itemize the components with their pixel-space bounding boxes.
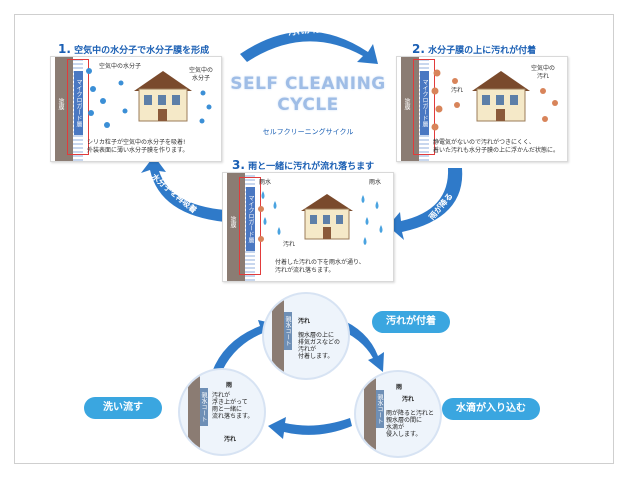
step2-dirt-label: 汚れ (451, 87, 464, 94)
step3-rain-drops (258, 191, 281, 242)
pill-top: 汚れが付着 (372, 311, 450, 333)
center-title-line2: CYCLE (277, 95, 339, 115)
center-title-line1: SELF CLEANING (230, 74, 386, 94)
step3-wall-label: 塗膜 (229, 216, 236, 228)
circle-right-rain: 雨 (396, 384, 403, 391)
step1-house-label: 空気中の 水分子 (189, 67, 214, 82)
step2-caption: 静電気がないので汚れがつきにくく、 着いた汚れも水分子膜の上に浮かんだ状態に。 (433, 139, 560, 154)
step1-number: 1. (58, 42, 71, 56)
step3-caption: 付着した汚れの下を雨水が通り、 汚れが流れ落ちます。 (275, 259, 365, 274)
step2-title: 2. 水分子膜の上に汚れが付着 (412, 42, 536, 56)
step1-highlight (67, 59, 89, 155)
circle-right-dirt: 汚れ (402, 396, 415, 403)
step2-dirt-particles (431, 69, 460, 131)
step3-rain-right-label: 雨水 (369, 179, 382, 186)
step3-title: 3. 雨と一緒に汚れが流れ落ちます (232, 158, 374, 172)
step2-number: 2. (412, 42, 425, 56)
circle-top: 親水コート 汚れ 親水層の上に 排気ガスなどの 汚れが 付着します。 (262, 292, 350, 380)
circle-top-wall-label: 親水コート (284, 312, 292, 350)
step3-wall (227, 173, 245, 281)
step1-title: 1. 空気中の水分子で水分子膜を形成 (58, 42, 209, 56)
step2-wall-label: 塗膜 (403, 98, 410, 110)
step2-wall (401, 57, 419, 161)
pill-right: 水滴が入り込む (442, 398, 540, 420)
circle-left-wall-label: 親水コート (200, 388, 208, 426)
step1-caption: シリカ粒子が空気中の水分子を吸着! 外装表面に薄い水分子膜を作ります。 (87, 139, 189, 154)
center-subtitle: セルフクリーニングサイクル (262, 128, 354, 136)
bottom-arrow-left (212, 320, 276, 376)
step3-film-label: マイクロガード層 (246, 187, 255, 251)
circle-top-text: 親水層の上に 排気ガスなどの 汚れが 付着します。 (298, 332, 341, 360)
step2-house-icon (472, 71, 530, 122)
circle-left-text: 汚れが 浮き上がって 雨と一緒に 流れ落ちます。 (212, 392, 254, 420)
right-arrow (388, 168, 463, 240)
step1-wall (55, 57, 73, 161)
circle-right-wall-label: 親水コート (376, 390, 384, 428)
step2-panel: 塗膜 マイクロガード層 汚れ 空気中の 汚れ 静電気がないので汚れがつきにくく、… (396, 56, 568, 162)
step3-dirt-label: 汚れ (283, 241, 296, 248)
step1-wall-label: 塗膜 (57, 98, 64, 110)
circle-left-wall (188, 370, 200, 454)
step3-rain-left-label: 雨水 (259, 179, 272, 186)
step1-water-label: 空気中の水分子 (99, 63, 142, 70)
step2-film-label: マイクロガード層 (420, 71, 429, 135)
circle-left-rain: 雨 (226, 382, 233, 389)
step3-title-text: 雨と一緒に汚れが流れ落ちます (248, 162, 375, 172)
step3-rain-right (361, 195, 383, 245)
left-arrow (141, 156, 225, 222)
top-arrow (240, 31, 378, 64)
step3-house-icon (301, 194, 353, 240)
bottom-arrow-bottom (268, 417, 352, 439)
step2-air-dirt (540, 88, 558, 122)
circle-right-wall (364, 372, 376, 456)
circle-top-dirt: 汚れ (298, 318, 311, 325)
center-title: SELF CLEANING CYCLE (228, 76, 388, 114)
step1-panel: 塗膜 マイクロガード層 空気中の水分子 空気中の 水分子 シリカ粒子が空気中の水… (50, 56, 222, 162)
step1-film-label: マイクロガード層 (74, 71, 83, 135)
step3-highlight (239, 177, 261, 275)
circle-right: 親水コート 雨 汚れ 雨が降ると汚れと 親水層の間に 水滴が 侵入します。 (354, 370, 442, 458)
step2-highlight (413, 59, 435, 155)
step1-air-molecules (199, 90, 212, 124)
circle-left-dirt: 汚れ (224, 436, 237, 443)
step2-title-text: 水分子膜の上に汚れが付着 (428, 46, 537, 56)
circle-right-text: 雨が降ると汚れと 親水層の間に 水滴が 侵入します。 (386, 410, 435, 438)
circle-left: 親水コート 雨 汚れが 浮き上がって 雨と一緒に 流れ落ちます。 汚れ (178, 368, 266, 456)
pill-left: 洗い流す (84, 397, 162, 419)
step3-number: 3. (232, 158, 245, 172)
step1-house-icon (134, 71, 192, 122)
step1-molecules (86, 68, 128, 128)
step1-title-text: 空気中の水分子で水分子膜を形成 (74, 46, 210, 56)
step2-house-label: 空気中の 汚れ (531, 65, 556, 80)
step3-panel: 塗膜 マイクロガード層 雨水 雨水 汚れ 付着した汚れの下を雨水が通り、 汚れが… (222, 172, 394, 282)
circle-top-wall (272, 294, 284, 378)
